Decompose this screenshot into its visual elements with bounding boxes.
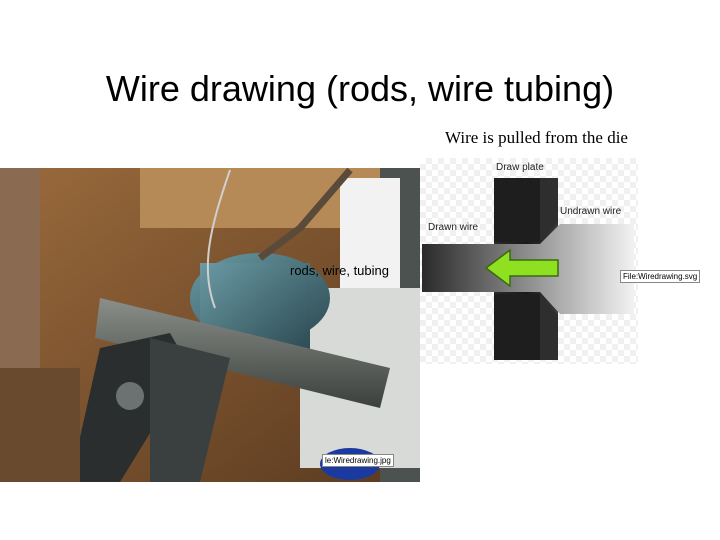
wire-drawing-photo	[0, 168, 420, 482]
drawn-wire-label: Drawn wire	[428, 222, 479, 233]
photo-file-label: le:Wiredrawing.jpg	[322, 454, 394, 467]
pull-direction-arrow-icon	[484, 248, 559, 288]
slide-title: Wire drawing (rods, wire tubing)	[105, 68, 615, 109]
photo-label: rods, wire, tubing	[290, 263, 389, 278]
wire-drawing-diagram	[420, 158, 638, 364]
diagram-file-label: File:Wiredrawing.svg	[620, 270, 701, 283]
draw-plate-label: Draw plate	[496, 162, 544, 173]
slide-caption: Wire is pulled from the die	[445, 128, 628, 147]
undrawn-wire-label: Undrawn wire	[560, 206, 622, 217]
